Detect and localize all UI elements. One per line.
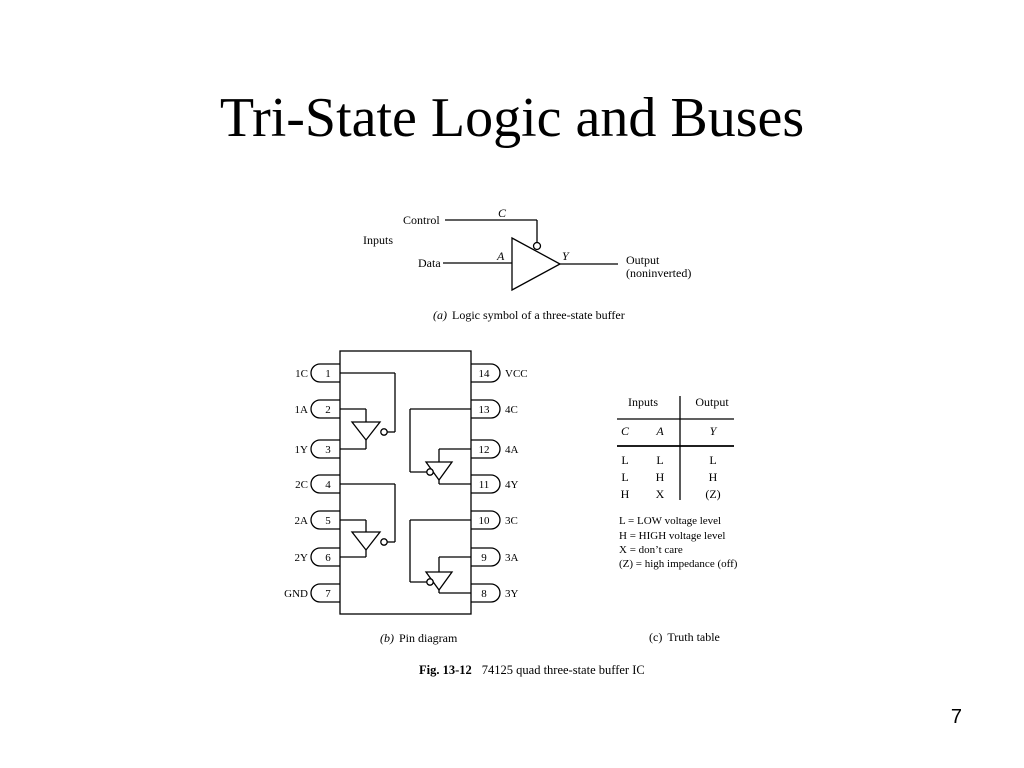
truth-table-cell-1-2: H (709, 470, 718, 484)
caption-c-text: Truth table (667, 630, 720, 644)
pin-tab-12 (471, 439, 501, 459)
pin-number-10: 10 (479, 515, 491, 527)
data-label: Data (418, 256, 441, 270)
a-label: A (496, 249, 505, 263)
pin-name-1: 1C (295, 368, 308, 380)
pin-number-13: 13 (479, 404, 491, 416)
truth-table-output-header: Output (695, 395, 729, 409)
pin-name-9: 3A (505, 552, 519, 564)
truth-table-cell-2-2: (Z) (705, 487, 720, 501)
output-label: Output (626, 253, 660, 267)
pin-number-12: 12 (479, 444, 490, 456)
truth-table-cell-0-2: L (709, 453, 716, 467)
control-label: Control (403, 213, 440, 227)
caption-c: (c) Truth table (649, 630, 720, 644)
legend-line-4: (Z) = high impedance (off) (619, 558, 738, 570)
figure-caption-label: Fig. 13-12 (419, 663, 472, 677)
pin-tab-8 (471, 583, 501, 603)
pin-name-10: 3C (505, 515, 518, 527)
pin-name-11: 4Y (505, 479, 519, 491)
truth-table-cell-1-0: L (621, 470, 628, 484)
caption-a-letter: (a) (433, 308, 447, 322)
pin-number-1: 1 (325, 368, 331, 380)
control-bubble (532, 241, 542, 251)
gate-2 (340, 483, 396, 558)
caption-a-text: Logic symbol of a three-state buffer (452, 308, 625, 322)
truth-table-inputs-header: Inputs (628, 395, 658, 409)
ic-body (339, 350, 472, 615)
pin-name-2: 1A (295, 404, 309, 416)
pin-number-5: 5 (325, 515, 331, 527)
pin-tab-14 (471, 363, 501, 383)
pin-number-3: 3 (325, 444, 331, 456)
truth-table-cell-2-0: H (621, 487, 630, 501)
pin-name-8: 3Y (505, 588, 519, 600)
truth-table-cell-1-1: H (656, 470, 665, 484)
truth-table-cell-2-1: X (656, 487, 665, 501)
caption-c-letter: (c) (649, 630, 662, 644)
legend-line-3: X = don’t care (619, 544, 683, 556)
pin-number-11: 11 (479, 479, 490, 491)
pin-name-12: 4A (505, 444, 519, 456)
pin-name-4: 2C (295, 479, 308, 491)
y-label: Y (562, 249, 570, 263)
pin-tab-7 (310, 583, 340, 603)
pin-number-4: 4 (325, 479, 331, 491)
pin-name-6: 2Y (295, 552, 309, 564)
pin-number-2: 2 (325, 404, 331, 416)
pin-name-7: GND (284, 588, 308, 600)
pin-tab-13 (471, 399, 501, 419)
truth-table-cell-0-0: L (621, 453, 628, 467)
pin-name-5: 2A (295, 515, 309, 527)
pin-number-8: 8 (481, 588, 487, 600)
pin-tab-10 (471, 510, 501, 530)
truth-table-col-y: Y (710, 424, 718, 438)
page-number: 7 (950, 706, 962, 728)
buffer-triangle (511, 236, 562, 292)
truth-table-cell-0-1: L (656, 453, 663, 467)
pin-number-7: 7 (325, 588, 331, 600)
pin-name-14: VCC (505, 368, 528, 380)
pin-number-6: 6 (325, 552, 331, 564)
caption-a: (a) Logic symbol of a three-state buffer (433, 308, 625, 322)
inputs-label: Inputs (363, 233, 393, 247)
legend-line-2: H = HIGH voltage level (619, 530, 725, 542)
legend-line-1: L = LOW voltage level (619, 515, 721, 527)
pin-tab-4 (310, 474, 340, 494)
pin-number-9: 9 (481, 552, 487, 564)
pin-tab-6 (310, 547, 340, 567)
gate-4 (409, 408, 471, 485)
pin-tab-1 (310, 363, 340, 383)
pin-tab-11 (471, 474, 501, 494)
pin-tab-3 (310, 439, 340, 459)
c-label: C (498, 206, 507, 220)
caption-b-text: Pin diagram (399, 631, 458, 645)
slide-title: Tri-State Logic and Buses (219, 87, 805, 149)
pin-tab-5 (310, 510, 340, 530)
pin-name-3: 1Y (295, 444, 309, 456)
output-sub-label: (noninverted) (626, 266, 691, 280)
pin-name-13: 4C (505, 404, 518, 416)
gate-3 (409, 519, 471, 594)
gate-1 (340, 372, 396, 450)
pin-number-14: 14 (479, 368, 491, 380)
caption-b-letter: (b) (380, 631, 394, 645)
truth-table-col-a: A (655, 424, 664, 438)
pin-tab-9 (471, 547, 501, 567)
caption-b: (b) Pin diagram (380, 631, 458, 645)
pin-tab-2 (310, 399, 340, 419)
figure-caption: Fig. 13-12 74125 quad three-state buffer … (419, 663, 645, 677)
figure-caption-text: 74125 quad three-state buffer IC (482, 663, 645, 677)
truth-table-col-c: C (621, 424, 630, 438)
